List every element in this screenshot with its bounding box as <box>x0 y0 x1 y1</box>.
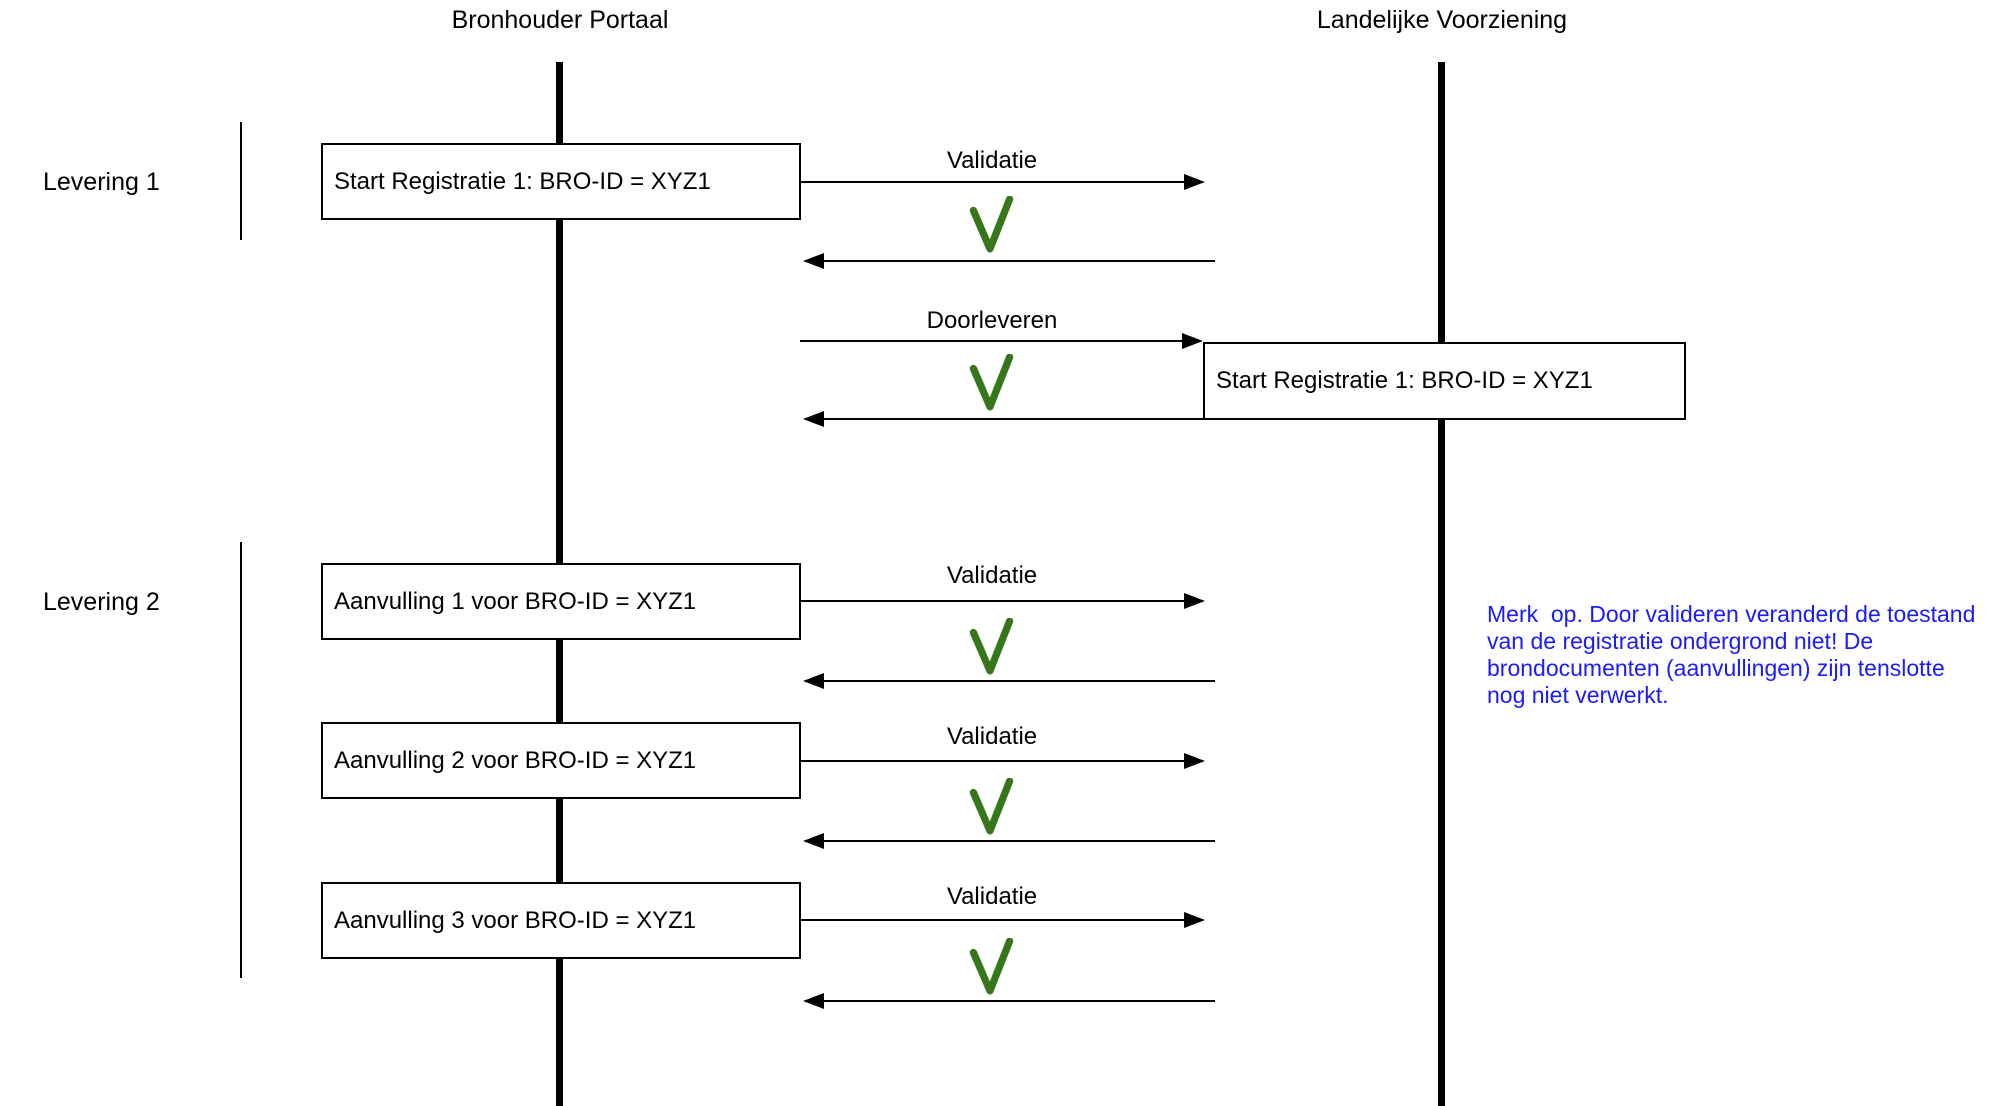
lifeline-landelijke-voorziening <box>1438 62 1445 1106</box>
message-box-aanvulling-1: Aanvulling 1 voor BRO-ID = XYZ1 <box>321 563 801 640</box>
message-box-start-registratie-lv: Start Registratie 1: BRO-ID = XYZ1 <box>1203 342 1686 420</box>
arrow-shaft <box>819 1000 1215 1002</box>
delivery-label-levering-1: Levering 1 <box>43 168 160 196</box>
message-label-doorleveren: Doorleveren <box>926 307 1058 334</box>
arrow-shaft <box>800 181 1189 183</box>
response-arrow-validatie-4 <box>803 993 1215 1009</box>
validation-check-icon <box>969 618 1014 675</box>
note-line: Merk op. Door valideren veranderd de toe… <box>1487 601 1976 627</box>
arrowhead-right-icon <box>1184 593 1205 609</box>
arrow-shaft <box>800 760 1189 762</box>
validation-check-icon <box>969 354 1014 411</box>
validation-check-icon <box>969 778 1014 835</box>
validation-check-icon <box>969 938 1014 995</box>
message-label-validatie-2: Validatie <box>946 562 1038 589</box>
response-arrow-doorleveren <box>803 411 1203 427</box>
message-box-text: Aanvulling 3 voor BRO-ID = XYZ1 <box>334 906 697 934</box>
arrowhead-right-icon <box>1184 174 1205 190</box>
request-arrow-validatie-2 <box>800 593 1205 609</box>
arrow-shaft <box>800 600 1189 602</box>
arrowhead-right-icon <box>1184 912 1205 928</box>
request-arrow-doorleveren <box>800 333 1203 349</box>
arrowhead-left-icon <box>803 411 824 427</box>
arrow-shaft <box>819 680 1215 682</box>
arrowhead-right-icon <box>1184 753 1205 769</box>
arrowhead-left-icon <box>803 833 824 849</box>
message-box-text: Aanvulling 1 voor BRO-ID = XYZ1 <box>334 587 697 615</box>
message-box-text: Start Registratie 1: BRO-ID = XYZ1 <box>334 167 711 195</box>
validation-check-icon <box>969 196 1014 253</box>
arrow-shaft <box>800 919 1189 921</box>
arrow-shaft <box>819 418 1203 420</box>
message-box-text: Aanvulling 2 voor BRO-ID = XYZ1 <box>334 746 697 774</box>
arrowhead-left-icon <box>803 253 824 269</box>
response-arrow-validatie-1 <box>803 253 1215 269</box>
message-box-aanvulling-3: Aanvulling 3 voor BRO-ID = XYZ1 <box>321 882 801 959</box>
arrow-shaft <box>819 260 1215 262</box>
delivery-bracket-levering-2 <box>240 542 242 978</box>
message-box-start-registratie: Start Registratie 1: BRO-ID = XYZ1 <box>321 143 801 220</box>
message-box-aanvulling-2: Aanvulling 2 voor BRO-ID = XYZ1 <box>321 722 801 799</box>
message-label-validatie-3: Validatie <box>946 723 1038 750</box>
arrow-shaft <box>819 840 1215 842</box>
note-line: nog niet verwerkt. <box>1487 682 1669 708</box>
participant-title-bronhouder-portaal: Bronhouder Portaal <box>451 6 669 34</box>
arrow-shaft <box>800 340 1187 342</box>
participant-title-landelijke-voorziening: Landelijke Voorziening <box>1316 6 1568 34</box>
delivery-label-levering-2: Levering 2 <box>43 588 160 616</box>
request-arrow-validatie-3 <box>800 753 1205 769</box>
request-arrow-validatie-4 <box>800 912 1205 928</box>
message-box-text: Start Registratie 1: BRO-ID = XYZ1 <box>1216 367 1593 394</box>
message-label-validatie-4: Validatie <box>946 883 1038 910</box>
note-line: van de registratie ondergrond niet! De <box>1487 628 1874 654</box>
delivery-bracket-levering-1 <box>240 122 242 240</box>
note-line: brondocumenten (aanvullingen) zijn tensl… <box>1487 655 1945 681</box>
message-label-validatie-1: Validatie <box>946 147 1038 174</box>
response-arrow-validatie-2 <box>803 673 1215 689</box>
arrowhead-right-icon <box>1182 333 1203 349</box>
request-arrow-validatie-1 <box>800 174 1205 190</box>
note-text: Merk op. Door valideren veranderd de toe… <box>1487 601 2002 709</box>
response-arrow-validatie-3 <box>803 833 1215 849</box>
arrowhead-left-icon <box>803 993 824 1009</box>
arrowhead-left-icon <box>803 673 824 689</box>
